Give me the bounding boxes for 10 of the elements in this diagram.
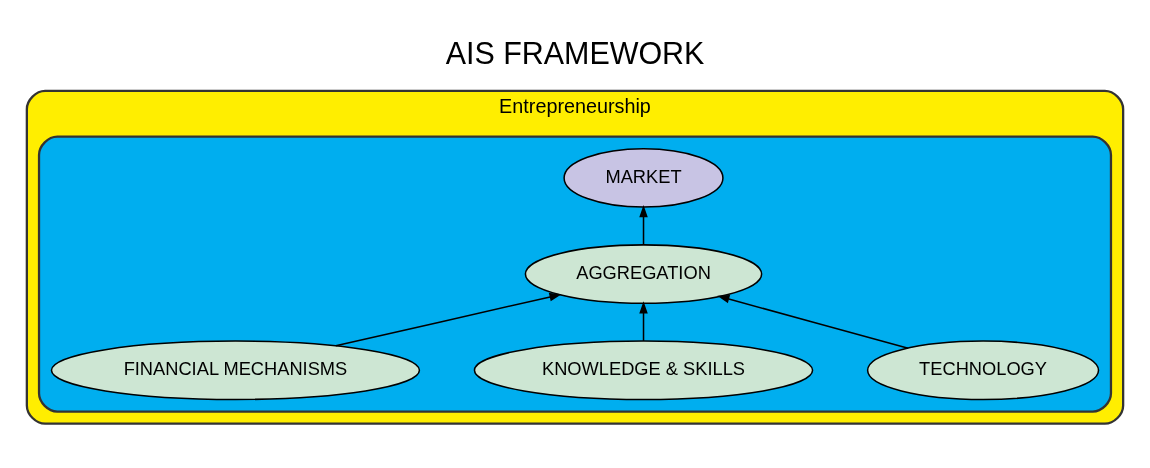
cluster: [37, 135, 1113, 413]
node-ellipse: MARKET: [563, 147, 724, 208]
node-ellipse: TECHNOLOGY: [866, 339, 1100, 400]
node-ellipse: KNOWLEDGE & SKILLS: [473, 339, 814, 400]
arrow: [639, 300, 648, 342]
node-ellipse: FINANCIAL MECHANISMS: [50, 339, 421, 400]
arrow: [717, 294, 909, 349]
arrow: [335, 292, 562, 347]
diagram-title: AIS FRAMEWORK: [445, 35, 705, 70]
arrow: [639, 204, 648, 245]
